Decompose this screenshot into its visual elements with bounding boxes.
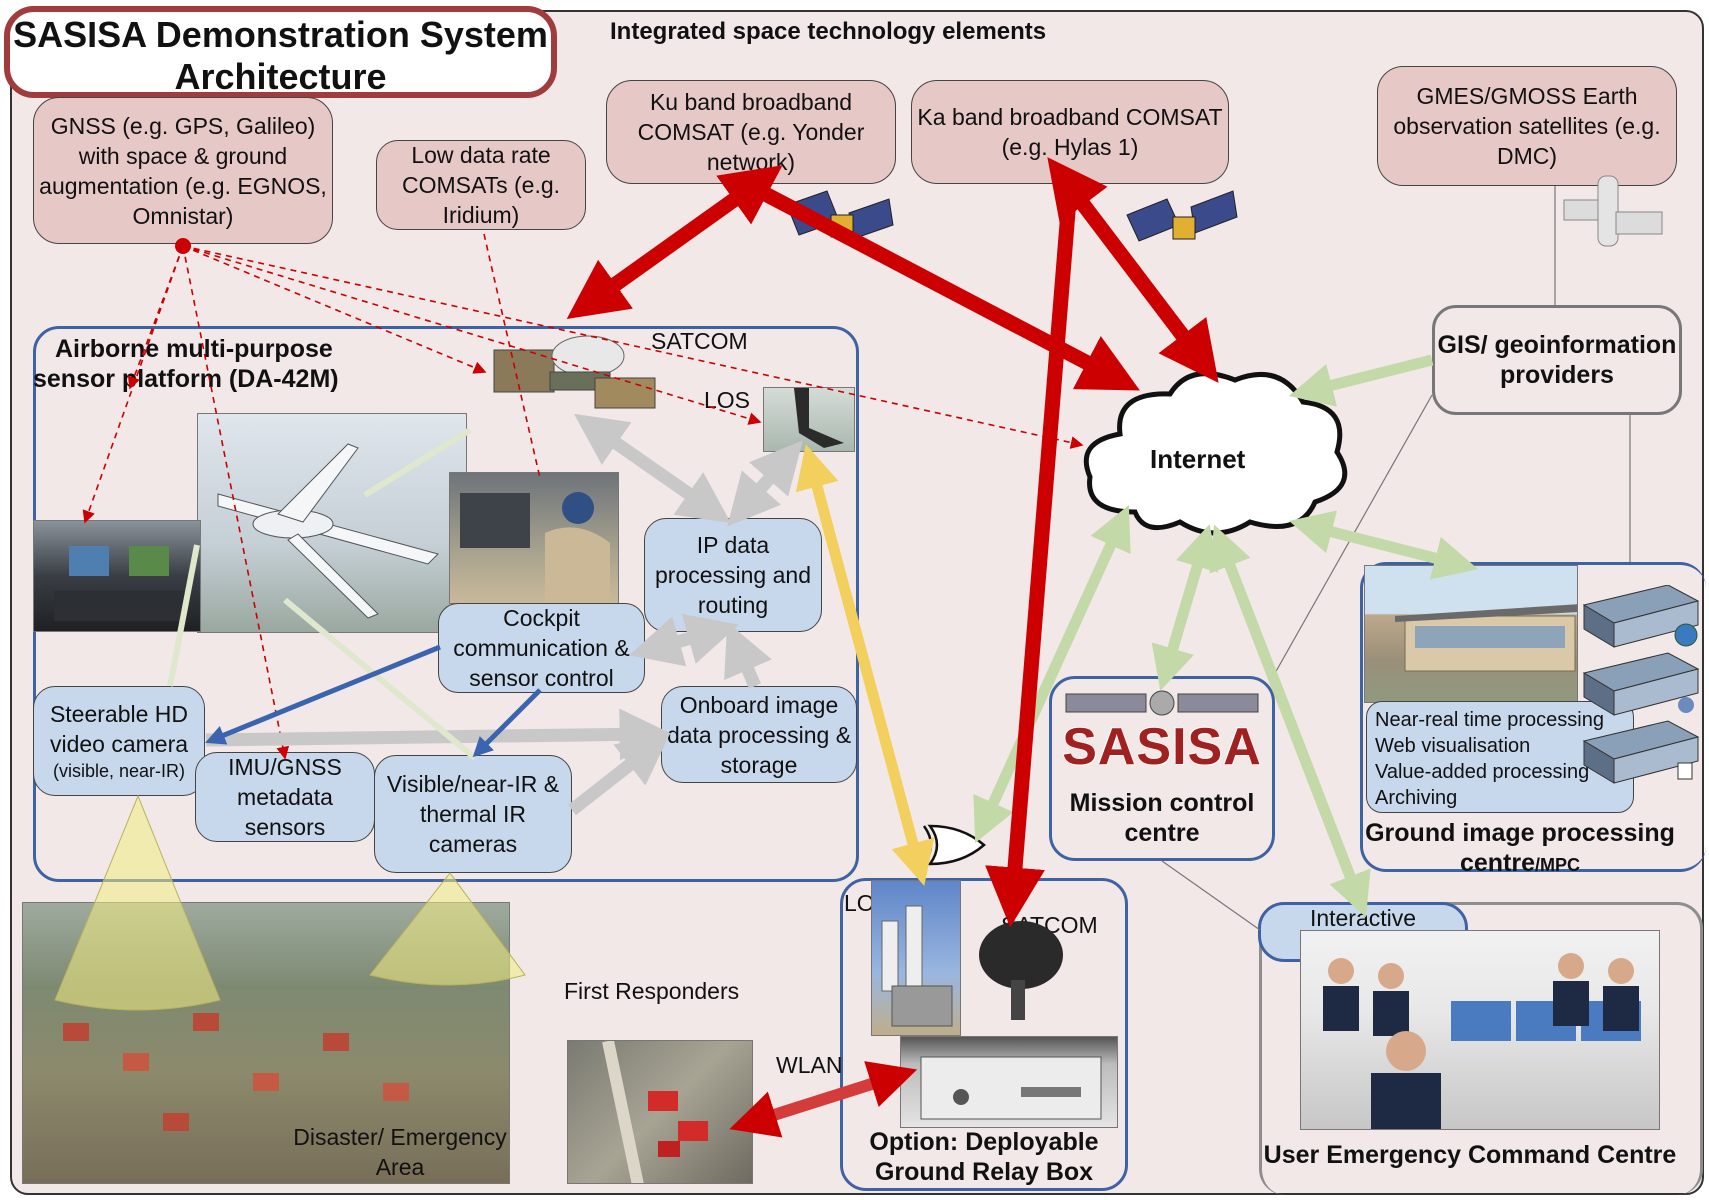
server-globe-icon (1582, 585, 1700, 648)
ground-image-label-main: Ground image processing centre (1365, 819, 1675, 877)
relay-rack-icon (920, 1056, 1102, 1120)
processing-item: Web visualisation (1375, 735, 1531, 757)
ku-satellite-icon (786, 190, 894, 240)
user-command-label: User Emergency Command Centre (1263, 1141, 1677, 1169)
processing-item: Value-added processing (1375, 761, 1590, 783)
airborne-satcom-terminal-icon (493, 335, 656, 409)
disaster-area-label: Disaster/ Emergency Area (293, 1124, 507, 1180)
ground-image-label-suffix: /MPC (1535, 855, 1581, 875)
user-command-panel (1259, 902, 1703, 1195)
diagram-title: SASISA Demonstration System Architecture (4, 6, 557, 98)
relay-equipment-photo (900, 1036, 1118, 1128)
airborne-title-line2: sensor platform (DA-42M) (33, 365, 339, 393)
internet-label: Internet (1150, 444, 1246, 474)
gis-providers-box: GIS/ geoinformation providers (1432, 305, 1682, 415)
relay-antenna-icon (881, 905, 953, 1027)
ground-processing-list: Near-real time processing Web visualisat… (1366, 701, 1634, 813)
command-centre-photo (1300, 930, 1660, 1130)
onboard-processing-box: Onboard image data processing & storage (661, 686, 857, 783)
ku-comsat-box: Ku band broadband COMSAT (e.g. Yonder ne… (606, 80, 896, 184)
first-responders-label: First Responders (564, 978, 740, 1004)
relay-los-antenna-photo (871, 880, 961, 1036)
airborne-los-label: LOS (704, 387, 751, 413)
operator-photo (449, 472, 619, 604)
ground-relay-panel (840, 878, 1128, 1191)
flooded-houses-icon (63, 1013, 409, 1131)
command-centre-staff-icon (1323, 953, 1641, 1129)
ground-image-label: Ground image processing centre/MPC (1365, 818, 1675, 880)
cockpit-displays-icon (54, 546, 184, 621)
ka-satellite-icon (1126, 190, 1238, 242)
hd-camera-sublabel: (visible, near-IR) (52, 761, 186, 781)
hd-camera-label: Steerable HD video camera (49, 701, 189, 757)
aircraft-icon (217, 443, 439, 619)
low-rate-comsat-box: Low data rate COMSATs (e.g. Iridium) (376, 140, 586, 230)
airborne-satcom-label: SATCOM (651, 328, 748, 354)
airborne-title-line1: Airborne multi-purpose (55, 335, 333, 363)
building-icon (1395, 604, 1577, 672)
wlan-label: WLAN (776, 1052, 843, 1078)
airborne-title-2: sensor platform (DA-42M) (33, 364, 339, 394)
sasisa-logo: SASISA (1062, 688, 1262, 780)
mission-control-label: Mission control centre (1069, 789, 1255, 847)
processing-item: Near-real time processing (1375, 709, 1604, 731)
los-antenna-photo (763, 387, 855, 452)
ka-comsat-box: Ka band broadband COMSAT (e.g. Hylas 1) (911, 80, 1229, 184)
los-antenna-icon (794, 388, 844, 448)
cockpit-panel-photo (33, 520, 201, 632)
airborne-title: Airborne multi-purpose (55, 334, 333, 364)
hd-camera-box: Steerable HD video camera (visible, near… (33, 686, 205, 796)
ip-routing-box: IP data processing and routing (644, 518, 822, 632)
relay-satcom-dish-icon (979, 921, 1063, 1020)
ir-cameras-box: Visible/near-IR & thermal IR cameras (374, 755, 572, 873)
relay-switch-gate-icon (922, 824, 986, 866)
satellite-logo-icon (1065, 690, 1259, 716)
gmes-box: GMES/GMOSS Earth observation satellites … (1377, 66, 1677, 186)
cockpit-control-box: Cockpit communication & sensor control (438, 603, 645, 693)
sasisa-logo-text: SASISA (1062, 718, 1262, 776)
gnss-box: GNSS (e.g. GPS, Galileo) with space & gr… (33, 97, 333, 244)
processing-item: Archiving (1375, 787, 1458, 809)
first-responders-photo (567, 1040, 753, 1184)
emergency-vehicles-icon (602, 1041, 708, 1183)
eo-satellite-icon (1563, 175, 1663, 247)
server-user-icon (1582, 652, 1700, 716)
diagram-subtitle: Integrated space technology elements (610, 18, 1047, 45)
operator-icon (460, 492, 610, 603)
ground-centre-building-photo (1364, 565, 1578, 703)
server-document-icon (1582, 720, 1700, 784)
ground-relay-label: Option: Deployable Ground Relay Box (869, 1128, 1099, 1186)
imu-gnss-box: IMU/GNSS metadata sensors (195, 752, 375, 842)
server-stack-icons (1582, 585, 1700, 784)
aircraft-photo (197, 413, 467, 633)
